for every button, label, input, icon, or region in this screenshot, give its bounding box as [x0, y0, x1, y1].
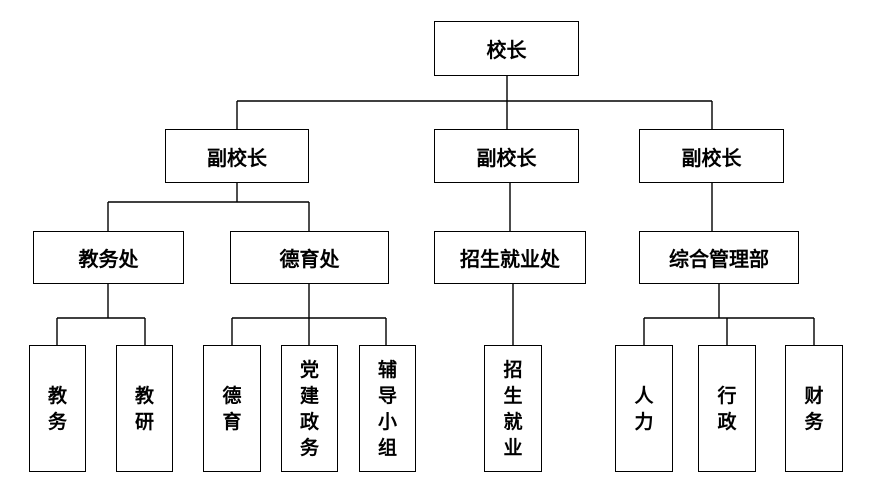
unit-box-jiaowu-2: 教研 — [116, 345, 173, 472]
unit-box-deyu-3: 辅导小组 — [359, 345, 416, 472]
vice-principal-label: 副校长 — [681, 145, 742, 170]
unit-label: 教务 — [48, 384, 68, 433]
unit-box-zonghe-1: 人力 — [615, 345, 673, 472]
vice-principal-label: 副校长 — [476, 145, 537, 170]
vice-principal-box-1: 副校长 — [165, 129, 309, 183]
unit-box-zonghe-2: 行政 — [698, 345, 756, 472]
unit-box-zonghe-3: 财务 — [785, 345, 843, 472]
unit-label: 教研 — [135, 384, 155, 433]
department-box-zonghe: 综合管理部 — [639, 231, 799, 284]
unit-box-jiaowu-1: 教务 — [29, 345, 86, 472]
department-label: 教务处 — [78, 247, 139, 271]
department-label: 综合管理部 — [669, 247, 769, 271]
department-box-jiaowu: 教务处 — [33, 231, 184, 284]
unit-label: 招生就业 — [503, 358, 523, 459]
department-label: 德育处 — [279, 247, 340, 271]
department-box-deyu: 德育处 — [230, 231, 389, 284]
unit-label: 行政 — [717, 384, 737, 433]
unit-box-zhaosheng-1: 招生就业 — [484, 345, 542, 472]
department-box-zhaosheng: 招生就业处 — [434, 231, 586, 284]
vice-principal-label: 副校长 — [207, 145, 267, 170]
unit-box-deyu-1: 德育 — [203, 345, 261, 472]
unit-label: 辅导小组 — [378, 358, 398, 459]
unit-box-deyu-2: 党建政务 — [281, 345, 338, 472]
vice-principal-box-3: 副校长 — [639, 129, 784, 183]
principal-label: 校长 — [486, 38, 527, 62]
unit-label: 党建政务 — [300, 358, 320, 459]
unit-label: 德育 — [222, 384, 242, 433]
unit-label: 财务 — [804, 384, 824, 433]
principal-box: 校长 — [434, 21, 579, 76]
unit-label: 人力 — [634, 384, 654, 433]
vice-principal-box-2: 副校长 — [434, 129, 579, 183]
department-label: 招生就业处 — [460, 247, 560, 271]
